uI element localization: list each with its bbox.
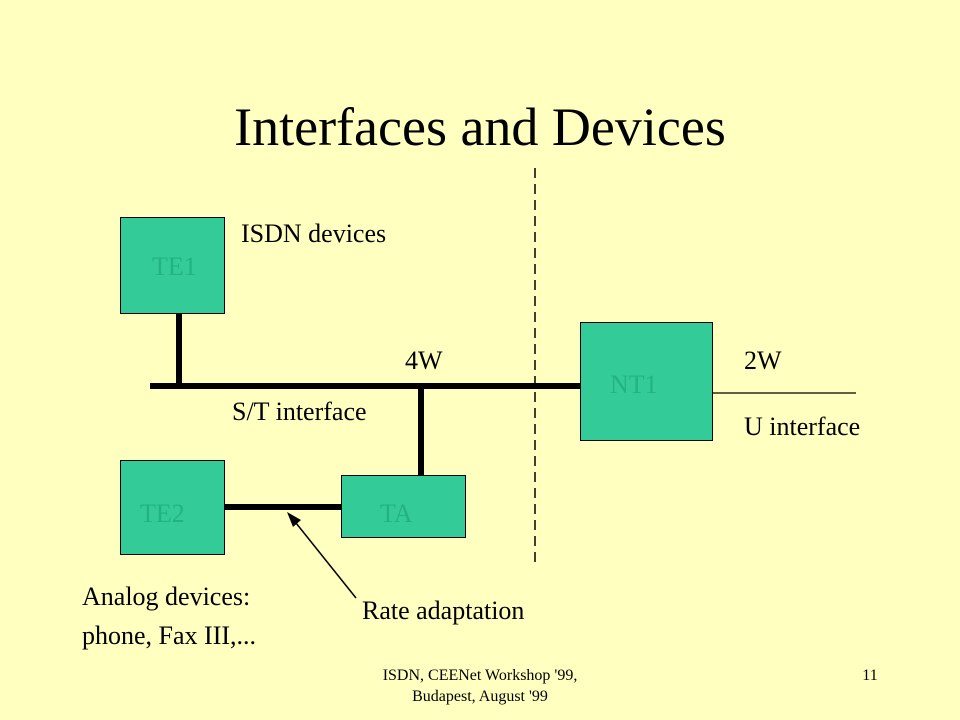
te1-label: TE1	[152, 252, 197, 281]
nt1-device-box	[580, 322, 713, 441]
nt1-label: NT1	[610, 370, 658, 399]
te2-ta-line	[224, 504, 342, 510]
footer-text: ISDN, CEENet Workshop '99, Budapest, Aug…	[340, 665, 620, 707]
ta-label: TA	[380, 499, 413, 528]
ta-device-box	[341, 475, 466, 538]
te2-label: TE2	[140, 499, 185, 528]
footer-line1: ISDN, CEENet Workshop '99,	[382, 667, 578, 684]
rate-adaptation-arrow	[291, 517, 357, 599]
rate-adaptation-arrowhead	[287, 512, 301, 527]
u-interface-label: U interface	[744, 412, 861, 441]
slide-title: Interfaces and Devices	[234, 97, 726, 157]
isdn-devices-label: ISDN devices	[241, 219, 387, 248]
two-wire-label: 2W	[744, 346, 782, 375]
st-interface-label: S/T interface	[232, 397, 367, 426]
page-number: 11	[862, 667, 878, 684]
st-bus-line	[150, 383, 582, 389]
rate-adaptation-label: Rate adaptation	[362, 596, 525, 625]
ta-connector-line	[418, 386, 424, 476]
te2-device-box	[120, 460, 225, 555]
four-wire-label: 4W	[405, 346, 443, 375]
te1-connector-line	[176, 314, 182, 386]
analog-devices-label-line1: Analog devices:	[82, 582, 251, 611]
analog-devices-label-line2: phone, Fax III,...	[82, 621, 257, 650]
footer-line2: Budapest, August '99	[412, 688, 548, 705]
te1-device-box	[120, 217, 225, 314]
